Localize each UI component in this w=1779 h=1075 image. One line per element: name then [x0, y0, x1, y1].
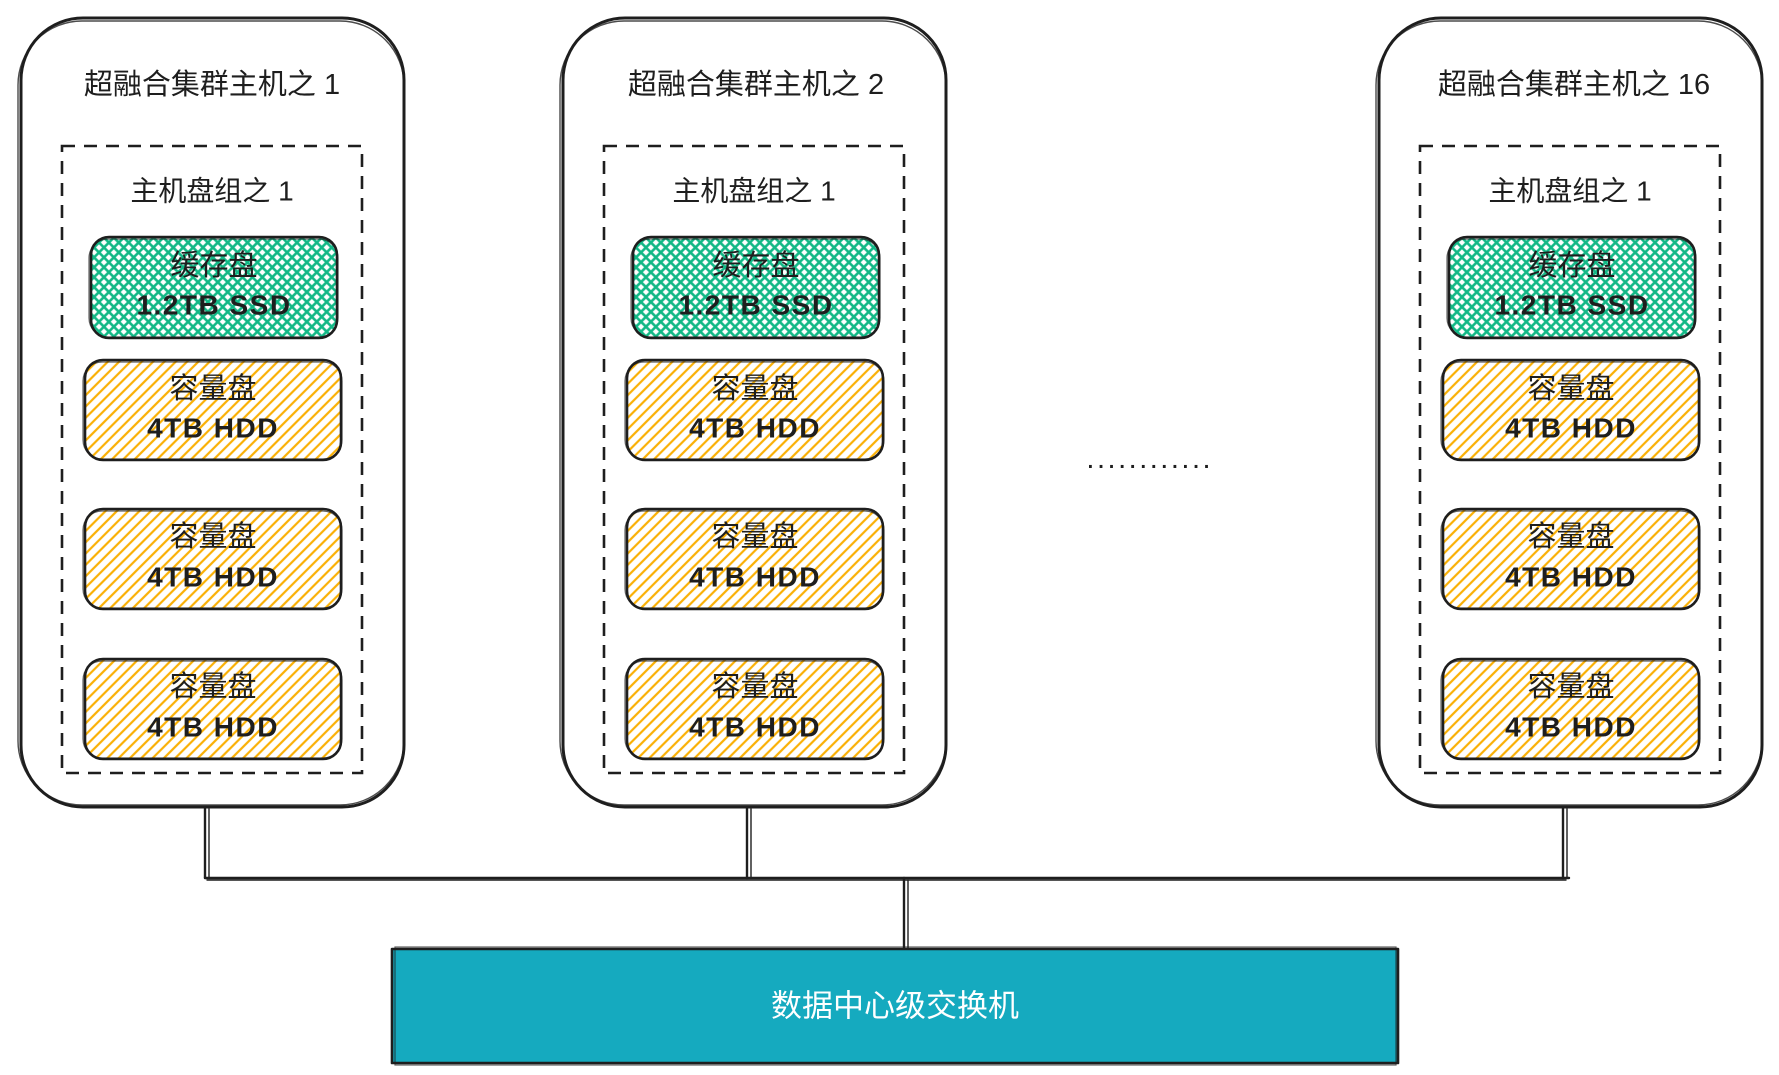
more-hosts-ellipsis: ............ — [1088, 451, 1215, 473]
trunk-wire — [203, 876, 1571, 881]
capacity-disk: 容量盘 4TB HDD — [82, 657, 343, 761]
disk-group-border — [602, 144, 906, 775]
capacity-disk-label: 容量盘 — [169, 520, 256, 553]
capacity-disk-spec: 4TB HDD — [1505, 562, 1637, 593]
host-title: 超融合集群主机之 1 — [84, 68, 340, 101]
cache-disk: 缓存盘 1.2TB SSD — [88, 235, 339, 340]
cache-disk-box — [631, 235, 881, 340]
host-16: 超融合集群主机之 16 主机盘组之 1 缓存盘 1.2TB SSD 容量盘 4T… — [1375, 16, 1764, 880]
capacity-disk: 容量盘 4TB HDD — [1440, 657, 1701, 761]
capacity-disk-label: 容量盘 — [711, 372, 798, 405]
cache-disk: 缓存盘 1.2TB SSD — [630, 235, 881, 340]
capacity-disk: 容量盘 4TB HDD — [1440, 507, 1701, 611]
switch-box — [390, 947, 1400, 1065]
cache-disk-box — [89, 235, 339, 340]
capacity-disk-box — [1441, 358, 1701, 462]
host-title: 超融合集群主机之 16 — [1438, 68, 1710, 101]
capacity-disk: 容量盘 4TB HDD — [624, 507, 885, 611]
switch-box-sketch — [394, 946, 1397, 1066]
capacity-disk-spec: 4TB HDD — [689, 413, 821, 444]
host-2: 超融合集群主机之 2 主机盘组之 1 缓存盘 1.2TB SSD 容量盘 4TB… — [559, 16, 948, 880]
capacity-disk-spec: 4TB HDD — [689, 562, 821, 593]
capacity-disk: 容量盘 4TB HDD — [1440, 358, 1701, 462]
cache-disk: 缓存盘 1.2TB SSD — [1446, 235, 1697, 340]
datacenter-switch: 数据中心级交换机 — [390, 946, 1400, 1066]
capacity-disk-box — [1441, 507, 1701, 611]
capacity-disk-box — [83, 507, 343, 611]
capacity-disk-label: 容量盘 — [1527, 670, 1614, 703]
capacity-disk-spec: 4TB HDD — [147, 712, 279, 743]
disk-group: 主机盘组之 1 缓存盘 1.2TB SSD 容量盘 4TB HDD 容量盘 4T… — [60, 144, 364, 775]
capacity-disk-box-sketch — [624, 660, 885, 759]
capacity-disk-box — [83, 657, 343, 761]
capacity-disk-spec: 4TB HDD — [689, 712, 821, 743]
capacity-disk-box — [625, 507, 885, 611]
host-1: 超融合集群主机之 1 主机盘组之 1 缓存盘 1.2TB SSD 容量盘 4TB… — [17, 16, 406, 880]
host-title: 超融合集群主机之 2 — [628, 68, 884, 101]
capacity-disk-box-sketch — [1440, 361, 1701, 460]
disk-group-title: 主机盘组之 1 — [130, 176, 293, 207]
host-uplink-wire — [1561, 805, 1568, 880]
switch-label: 数据中心级交换机 — [771, 989, 1019, 1024]
capacity-disk-label: 容量盘 — [1527, 520, 1614, 553]
disk-group: 主机盘组之 1 缓存盘 1.2TB SSD 容量盘 4TB HDD 容量盘 4T… — [1418, 144, 1722, 775]
cache-disk-spec: 1.2TB SSD — [678, 290, 833, 321]
capacity-disk-label: 容量盘 — [1527, 372, 1614, 405]
disk-group: 主机盘组之 1 缓存盘 1.2TB SSD 容量盘 4TB HDD 容量盘 4T… — [602, 144, 906, 775]
capacity-disk-spec: 4TB HDD — [1505, 413, 1637, 444]
capacity-disk-box — [1441, 657, 1701, 761]
capacity-disk-label: 容量盘 — [711, 520, 798, 553]
capacity-disk-box — [625, 657, 885, 761]
capacity-disk: 容量盘 4TB HDD — [624, 358, 885, 462]
capacity-disk-box-sketch — [624, 361, 885, 460]
capacity-disk-box-sketch — [82, 361, 343, 460]
capacity-disk-box — [83, 358, 343, 462]
disk-group-border — [60, 144, 364, 775]
capacity-disk-spec: 4TB HDD — [1505, 712, 1637, 743]
cache-disk-spec: 1.2TB SSD — [1494, 290, 1649, 321]
cache-disk-box-sketch — [630, 238, 881, 338]
capacity-disk-box — [625, 358, 885, 462]
capacity-disk: 容量盘 4TB HDD — [624, 657, 885, 761]
capacity-disk-spec: 4TB HDD — [147, 413, 279, 444]
cache-disk-box — [1447, 235, 1697, 340]
switch-uplink-wire — [902, 876, 909, 953]
host-outline-sketch — [559, 20, 947, 806]
capacity-disk-box-sketch — [1440, 660, 1701, 759]
cache-disk-box-sketch — [1446, 238, 1697, 338]
cache-disk-box-sketch — [88, 238, 339, 338]
host-outline-sketch — [1375, 20, 1763, 806]
cache-disk-spec: 1.2TB SSD — [136, 290, 291, 321]
capacity-disk-box-sketch — [82, 660, 343, 759]
capacity-disk-box-sketch — [82, 510, 343, 609]
capacity-disk-label: 容量盘 — [169, 372, 256, 405]
capacity-disk-label: 容量盘 — [169, 670, 256, 703]
cache-disk-label: 缓存盘 — [170, 249, 257, 282]
capacity-disk-box-sketch — [1440, 510, 1701, 609]
capacity-disk-label: 容量盘 — [711, 670, 798, 703]
capacity-disk-spec: 4TB HDD — [147, 562, 279, 593]
disk-group-title: 主机盘组之 1 — [1488, 176, 1651, 207]
disk-group-border — [1418, 144, 1722, 775]
capacity-disk: 容量盘 4TB HDD — [82, 507, 343, 611]
host-uplink-wire — [745, 805, 752, 880]
capacity-disk-box-sketch — [624, 510, 885, 609]
disk-group-title: 主机盘组之 1 — [672, 176, 835, 207]
capacity-disk: 容量盘 4TB HDD — [82, 358, 343, 462]
cache-disk-label: 缓存盘 — [1528, 249, 1615, 282]
host-uplink-wire — [203, 805, 210, 880]
host-outline-sketch — [17, 20, 405, 806]
cache-disk-label: 缓存盘 — [712, 249, 799, 282]
